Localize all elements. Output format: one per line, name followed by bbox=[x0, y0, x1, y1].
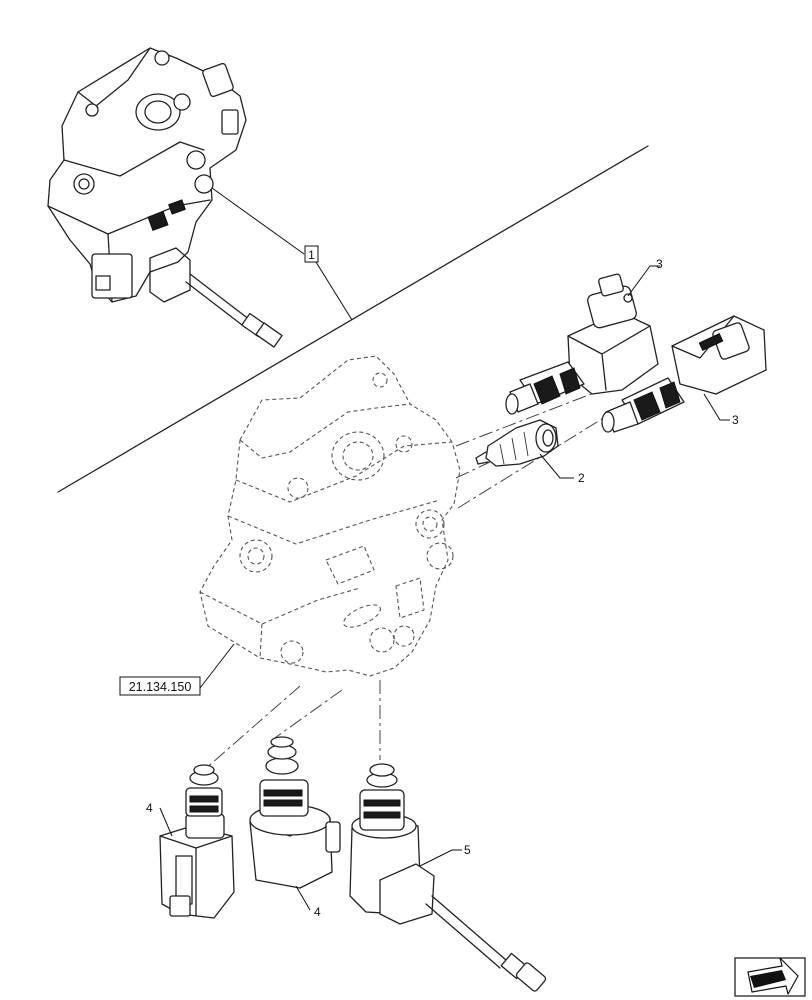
valve-assembly-overview bbox=[47, 47, 283, 348]
callout-1-label: 1 bbox=[308, 248, 315, 262]
callout-3-lower: 3 bbox=[703, 393, 739, 427]
callout-3-upper: 3 bbox=[627, 257, 663, 297]
callout-4-center: 4 bbox=[295, 885, 321, 919]
callout-2: 2 bbox=[539, 453, 585, 485]
callout-4-center-label: 4 bbox=[314, 905, 321, 919]
callout-3-lower-label: 3 bbox=[732, 413, 739, 427]
solenoid-valve-3-upper bbox=[505, 273, 659, 415]
callout-2-label: 2 bbox=[578, 471, 585, 485]
valve-block-phantom bbox=[199, 355, 461, 677]
solenoid-valve-5 bbox=[349, 763, 547, 992]
callout-4-left-label: 4 bbox=[146, 801, 153, 815]
pressure-sensor bbox=[475, 419, 559, 467]
callout-3-upper-label: 3 bbox=[656, 257, 663, 271]
reference-label: 21.134.150 bbox=[119, 643, 235, 696]
navigation-arrow-icon[interactable] bbox=[734, 957, 806, 997]
solenoid-valve-4-left bbox=[159, 764, 235, 919]
solenoid-valve-4-center bbox=[249, 736, 341, 889]
callout-5: 5 bbox=[419, 843, 471, 867]
callout-5-label: 5 bbox=[464, 843, 471, 857]
solenoid-valve-3-lower bbox=[601, 315, 767, 433]
reference-code: 21.134.150 bbox=[129, 680, 192, 694]
section-divider-line bbox=[57, 145, 649, 493]
callout-1: 1 bbox=[211, 187, 353, 321]
callout-4-left: 4 bbox=[146, 801, 173, 837]
assembly-centerlines bbox=[203, 385, 613, 771]
